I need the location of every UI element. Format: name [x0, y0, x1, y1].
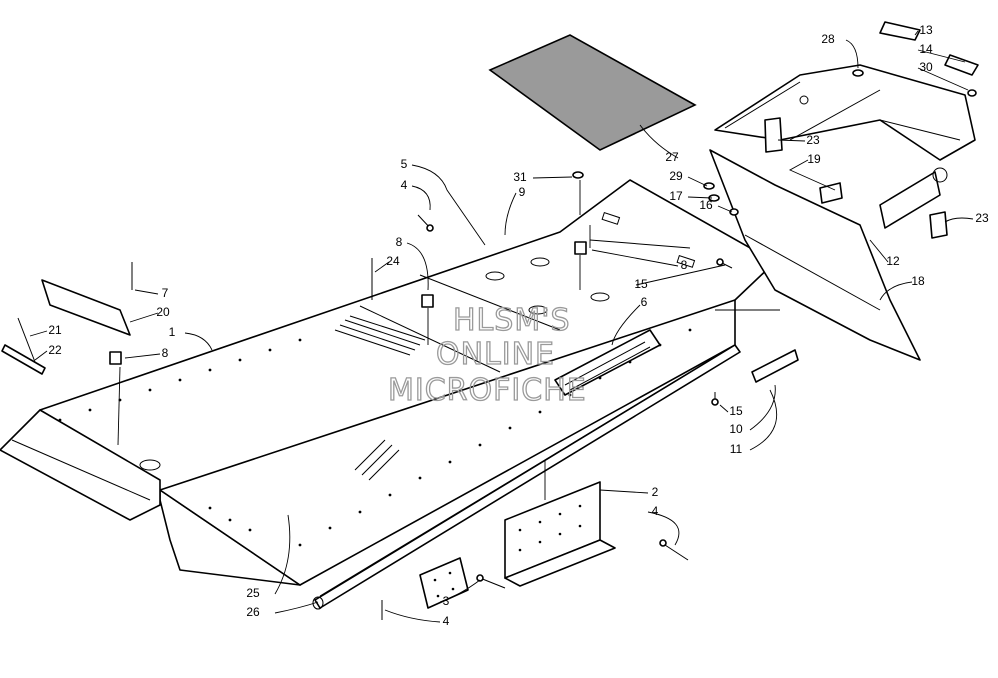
- backing-plate-3: [419, 557, 469, 609]
- callout-c18: 18: [911, 274, 925, 288]
- callout-c3: 3: [443, 594, 450, 608]
- callout-c8a: 8: [396, 235, 403, 249]
- callout-c1: 1: [169, 325, 176, 339]
- callout-c6: 6: [641, 295, 648, 309]
- callout-c13: 13: [919, 23, 933, 37]
- callout-c12: 12: [886, 254, 900, 268]
- callout-c31: 31: [513, 170, 527, 184]
- callout-c23b: 23: [975, 211, 989, 225]
- callout-c19: 19: [807, 152, 821, 166]
- callout-c10: 10: [729, 422, 743, 436]
- callout-c21: 21: [48, 323, 62, 337]
- callout-c20: 20: [156, 305, 170, 319]
- leader-lines: [29, 30, 974, 623]
- callout-c5: 5: [401, 157, 408, 171]
- callout-c4c: 4: [443, 614, 450, 628]
- callout-c25: 25: [246, 586, 260, 600]
- callout-c29: 29: [669, 169, 683, 183]
- callout-c30: 30: [919, 60, 933, 74]
- callout-c2: 2: [652, 485, 659, 499]
- tunnel-body: [0, 179, 776, 586]
- callout-c23a: 23: [806, 133, 820, 147]
- callout-c27: 27: [665, 150, 679, 164]
- callout-c14: 14: [919, 42, 933, 56]
- callout-c22: 22: [48, 343, 62, 357]
- callout-labels: 1234445678889101112131415151617181920212…: [48, 23, 989, 628]
- callout-c17: 17: [669, 189, 683, 203]
- watermark-line-3: MICROFICHE: [388, 373, 587, 408]
- callout-c15b: 15: [729, 404, 743, 418]
- fasteners: [17, 214, 733, 620]
- step-plate-2: [504, 481, 616, 587]
- running-board: [312, 344, 741, 610]
- watermark-line-2: ONLINE: [436, 337, 555, 372]
- callout-c8b: 8: [162, 346, 169, 360]
- rear-flap: [709, 149, 921, 361]
- callout-c16: 16: [699, 198, 713, 212]
- watermark: HLSM'S ONLINE MICROFICHE: [387, 302, 587, 408]
- callout-c4b: 4: [652, 504, 659, 518]
- callout-c9: 9: [519, 185, 526, 199]
- callout-c15a: 15: [634, 277, 648, 291]
- callout-c28: 28: [821, 32, 835, 46]
- watermark-line-1: HLSM'S: [453, 303, 571, 338]
- callout-c7: 7: [162, 286, 169, 300]
- callout-c8c: 8: [681, 258, 688, 272]
- reflectors: [879, 21, 979, 76]
- callout-c26: 26: [246, 605, 260, 619]
- seat-pad: [488, 34, 697, 151]
- callout-c4a: 4: [401, 178, 408, 192]
- callout-c24: 24: [386, 254, 400, 268]
- small-parts: [1, 69, 977, 383]
- callout-c11: 11: [730, 442, 743, 456]
